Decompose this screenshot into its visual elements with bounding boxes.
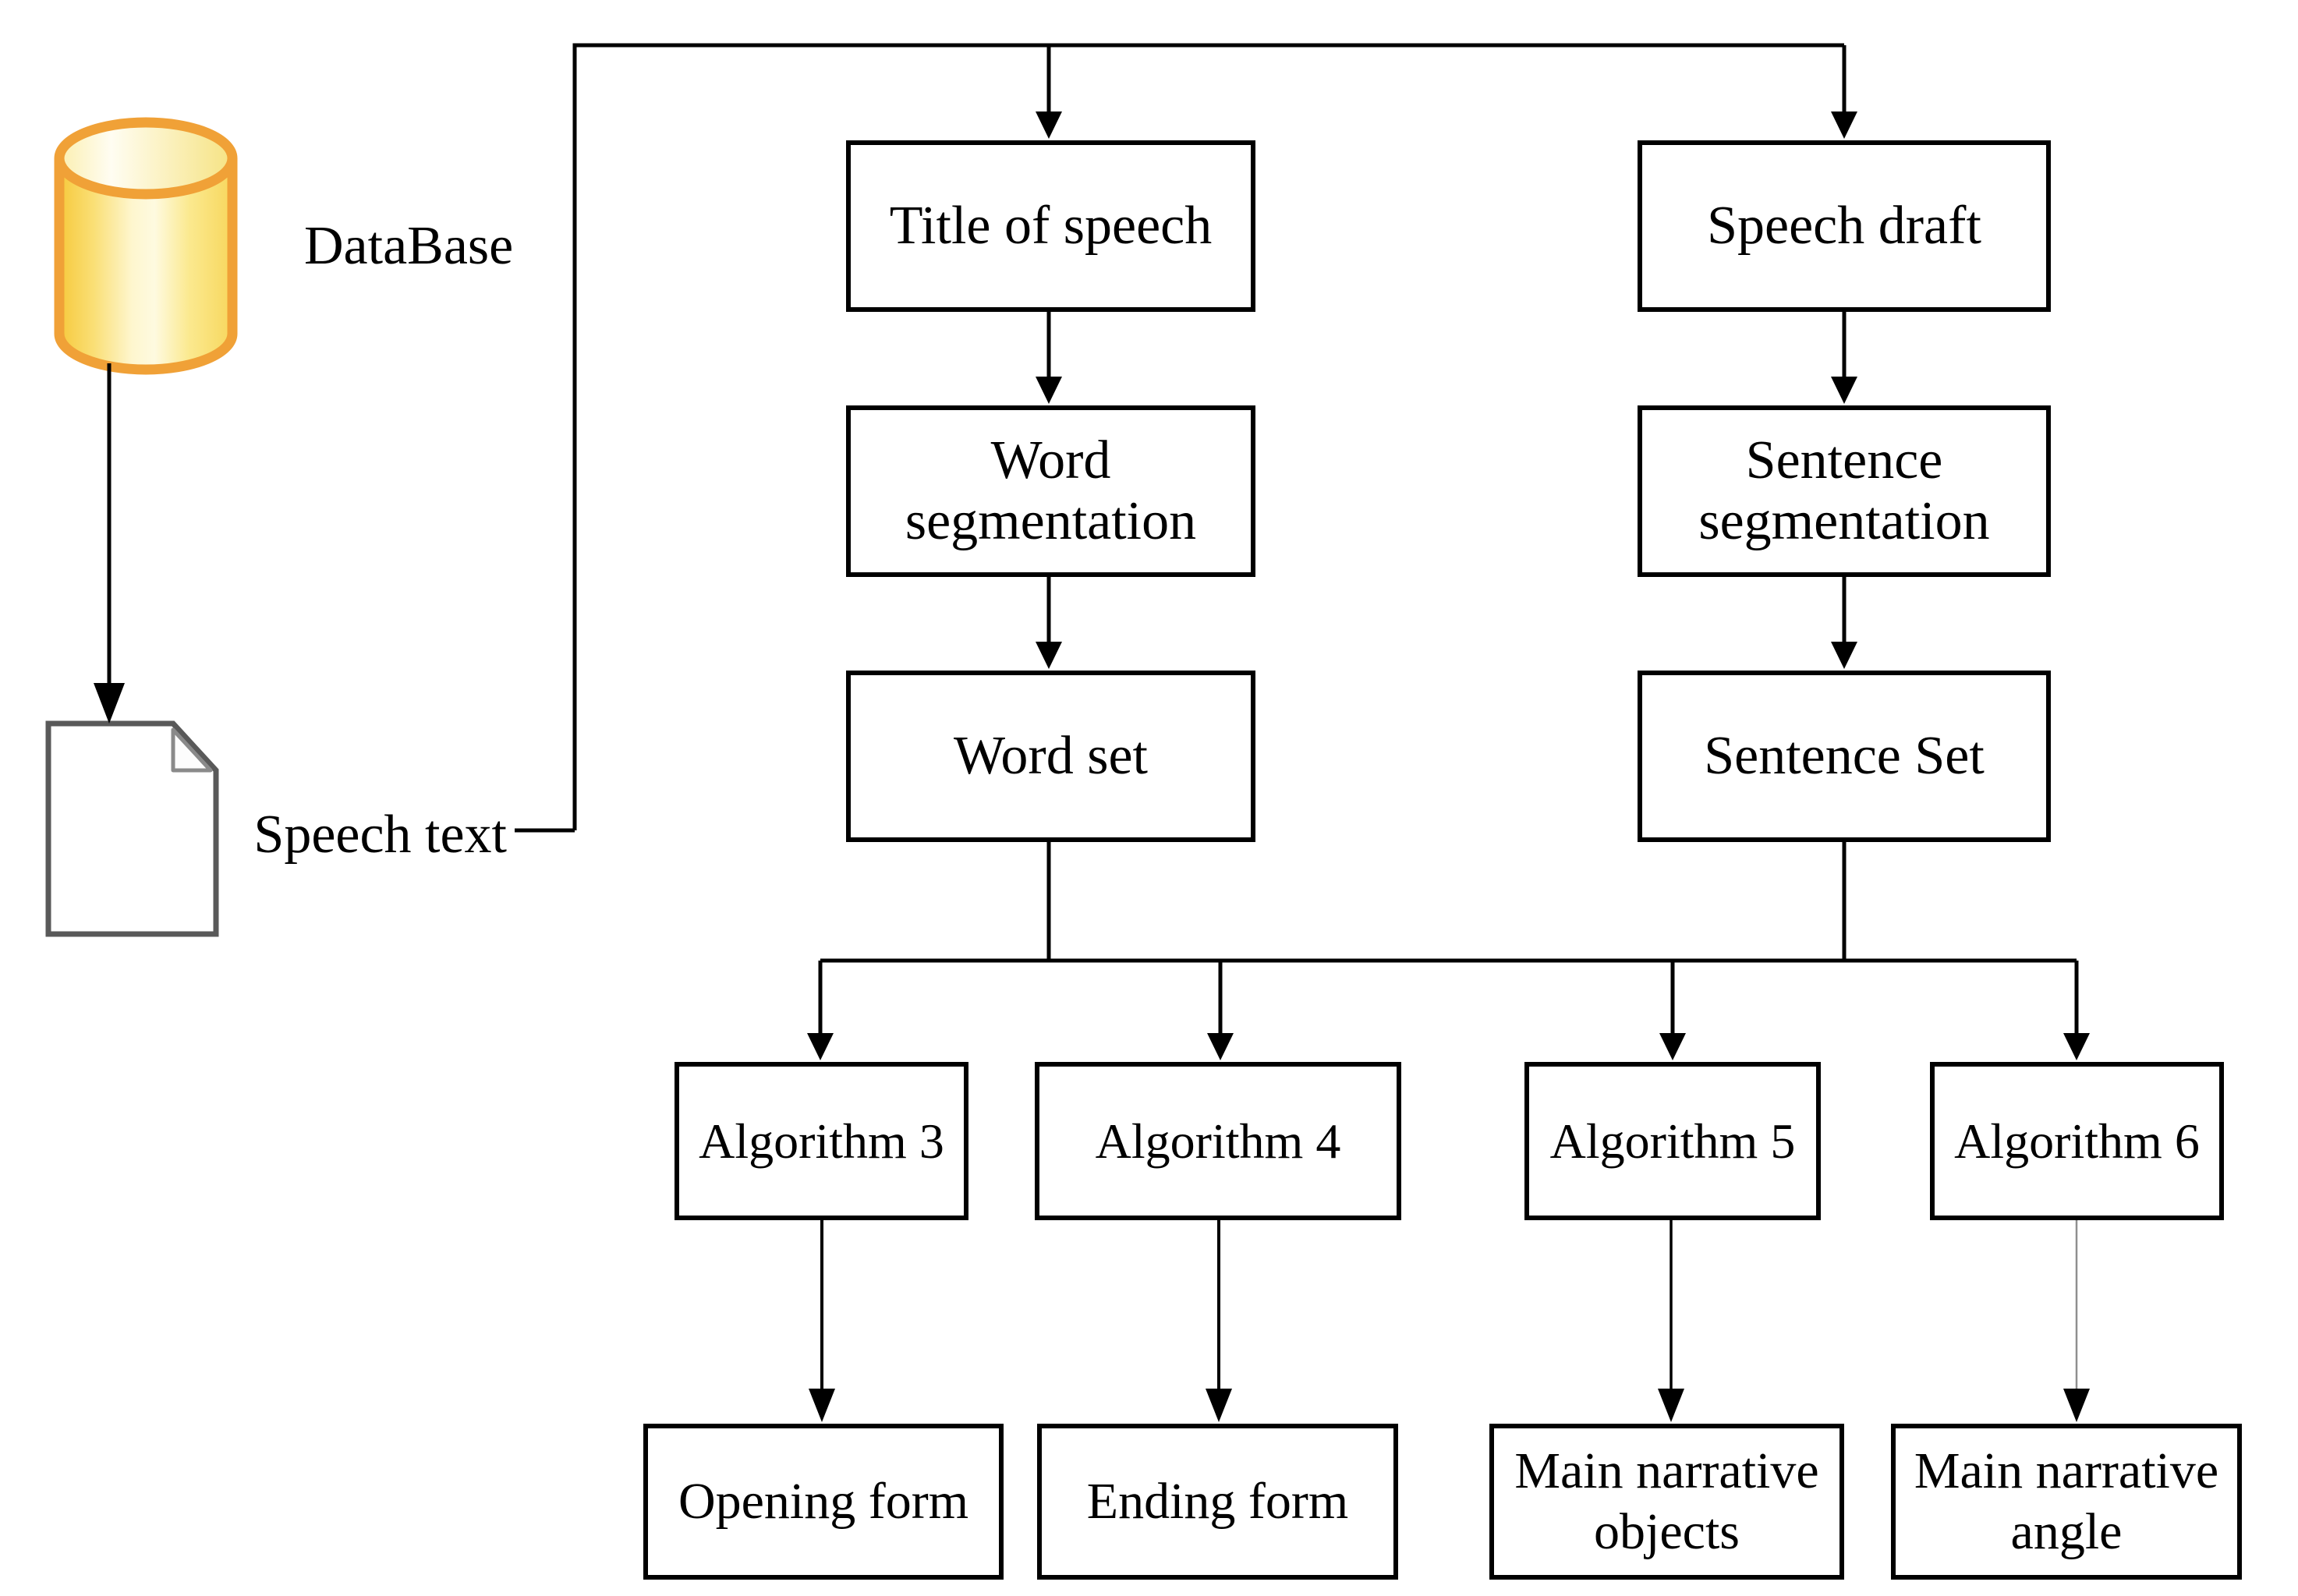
arrowhead — [809, 1389, 835, 1422]
node-label: Algorithm 4 — [1095, 1113, 1341, 1169]
connector-rail-to-speech-draft — [1831, 45, 1857, 139]
connector-algorithm-3-to-opening-form — [809, 1220, 835, 1422]
flow-connectors — [94, 43, 2090, 1422]
node-label: Algorithm 5 — [1549, 1113, 1796, 1169]
arrowhead — [1036, 377, 1062, 404]
connector-rail-to-algorithm-4 — [1207, 961, 1234, 1060]
connector-title-to-word-segmentation — [1036, 312, 1062, 404]
node-opening-form: Opening form — [643, 1424, 1004, 1580]
node-sentence-segmentation: Sentence segmentation — [1638, 405, 2051, 577]
connector-rail-to-title-of-speech — [1036, 45, 1062, 139]
arrowhead — [2063, 1389, 2090, 1422]
connector-draft-to-sentence-segmentation — [1831, 312, 1857, 404]
arrowhead — [2063, 1033, 2090, 1060]
node-main-narrative-objects: Main narrative objects — [1489, 1424, 1844, 1580]
arrowhead — [94, 683, 125, 724]
node-label: Sentence Set — [1704, 726, 1985, 786]
speech-text-label: Speech text — [253, 805, 507, 865]
document-fold-corner — [171, 727, 213, 773]
connector-algorithm-6-to-main-narrative-angle — [2063, 1220, 2090, 1422]
node-label: Word — [990, 430, 1111, 490]
node-speech-draft: Speech draft — [1638, 140, 2051, 312]
arrowhead — [1036, 642, 1062, 669]
node-word-set: Word set — [846, 671, 1255, 842]
connector-rail-to-algorithm-3 — [807, 961, 834, 1060]
node-main-narrative-angle: Main narrative angle — [1891, 1424, 2242, 1580]
connector-rail-to-algorithm-6 — [2063, 961, 2090, 1060]
node-label: Word set — [953, 726, 1149, 786]
node-label: segmentation — [905, 491, 1197, 551]
node-label: Main narrative — [1914, 1442, 2219, 1499]
node-label: Title of speech — [889, 196, 1213, 256]
node-label: Opening form — [678, 1473, 969, 1530]
arrowhead — [1831, 377, 1857, 404]
document-page — [45, 720, 219, 937]
database-cylinder-body — [54, 158, 238, 375]
connector-rail-to-algorithm-5 — [1659, 961, 1686, 1060]
connector-speech-text-to-top-rail — [572, 43, 1844, 830]
connector-sentence-segmentation-to-sentence-set — [1831, 577, 1857, 669]
database-icon — [54, 117, 238, 375]
connector-algorithm-4-to-ending-form — [1206, 1220, 1232, 1422]
node-algorithm-5: Algorithm 5 — [1524, 1062, 1821, 1220]
arrowhead — [1831, 111, 1857, 139]
node-sentence-set: Sentence Set — [1638, 671, 2051, 842]
node-label: Ending form — [1086, 1473, 1349, 1530]
node-label: Speech draft — [1707, 196, 1981, 256]
node-label: segmentation — [1698, 491, 1990, 551]
arrowhead — [1831, 642, 1857, 669]
document-icon — [45, 720, 219, 937]
arrowhead — [1036, 111, 1062, 139]
arrowhead — [1659, 1033, 1686, 1060]
document-text-lines — [83, 780, 181, 899]
node-title-of-speech: Title of speech — [846, 140, 1255, 312]
database-cylinder-top — [54, 117, 238, 200]
arrowhead — [1658, 1389, 1684, 1422]
connector-algorithm-5-to-main-narrative-objects — [1658, 1220, 1684, 1422]
node-ending-form: Ending form — [1037, 1424, 1398, 1580]
arrowhead — [807, 1033, 834, 1060]
node-label: Algorithm 6 — [1954, 1113, 2200, 1169]
node-algorithm-6: Algorithm 6 — [1930, 1062, 2224, 1220]
node-algorithm-3: Algorithm 3 — [675, 1062, 968, 1220]
node-algorithm-4: Algorithm 4 — [1035, 1062, 1401, 1220]
connector-word-segmentation-to-word-set — [1036, 577, 1062, 669]
arrowhead — [1206, 1389, 1232, 1422]
connector-database-to-document — [94, 363, 125, 724]
node-label: Sentence — [1745, 430, 1943, 490]
node-label: angle — [2010, 1503, 2123, 1560]
node-label: Main narrative — [1514, 1442, 1819, 1499]
node-label: Algorithm 3 — [699, 1113, 944, 1169]
database-label: DataBase — [304, 216, 514, 276]
node-word-segmentation: Word segmentation — [846, 405, 1255, 577]
node-label: objects — [1594, 1503, 1740, 1560]
arrowhead — [1207, 1033, 1234, 1060]
